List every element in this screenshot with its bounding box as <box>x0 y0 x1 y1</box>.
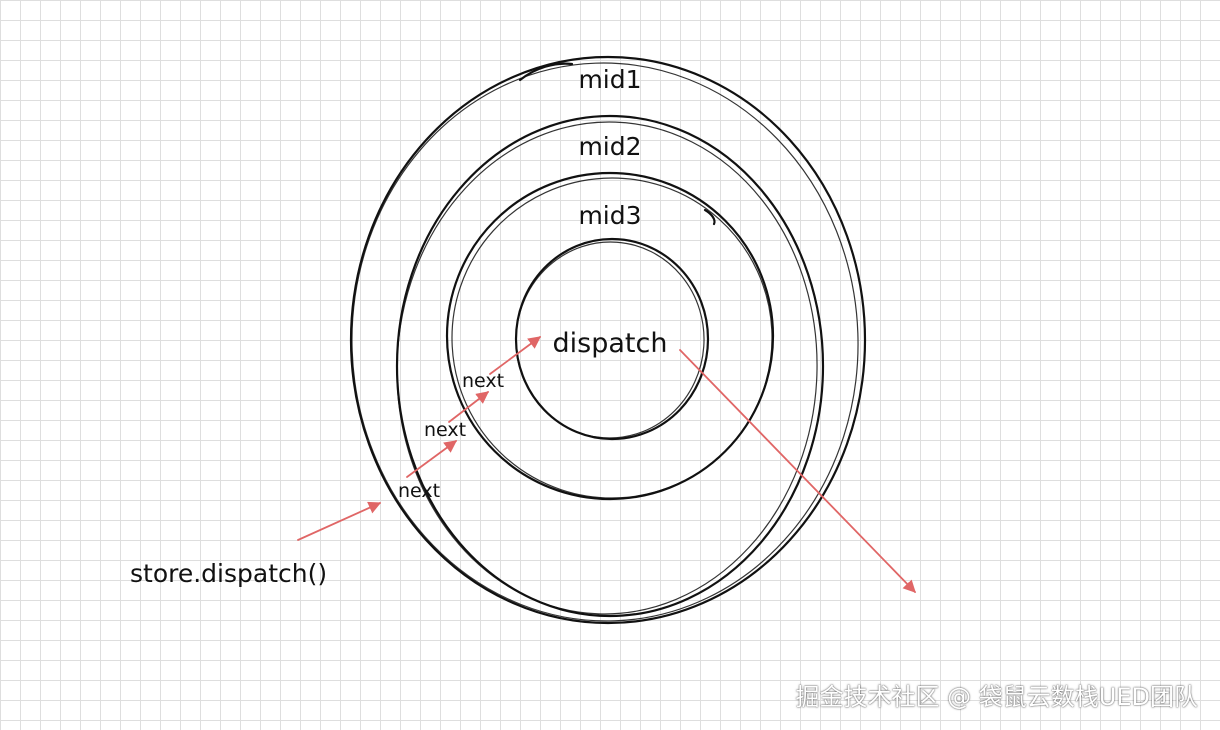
arrow-next-middle <box>448 391 489 423</box>
label-next-middle: next <box>424 419 466 441</box>
label-mid2: mid2 <box>578 132 641 161</box>
ring-mid1-overlap-stroke <box>518 62 574 82</box>
ring-mid1 <box>349 55 867 625</box>
label-next-outer: next <box>398 480 440 502</box>
label-next-inner: next <box>462 370 504 392</box>
arrow-dispatch-out <box>679 349 916 593</box>
ring-mid2 <box>395 114 825 618</box>
ring-mid3 <box>445 171 775 501</box>
arrow-next-outer <box>406 440 458 478</box>
arrow-store-to-mid1 <box>297 501 382 541</box>
arrow-next-inner <box>489 336 542 375</box>
watermark: 掘金技术社区 @ 袋鼠云数栈UED团队 <box>795 683 1198 711</box>
label-store-dispatch: store.dispatch() <box>130 559 327 588</box>
label-dispatch: dispatch <box>553 328 668 359</box>
label-mid3: mid3 <box>578 201 641 230</box>
ring-mid3-overlap-stroke <box>703 208 716 226</box>
ring-dispatch <box>514 237 710 441</box>
label-mid1: mid1 <box>578 65 641 94</box>
